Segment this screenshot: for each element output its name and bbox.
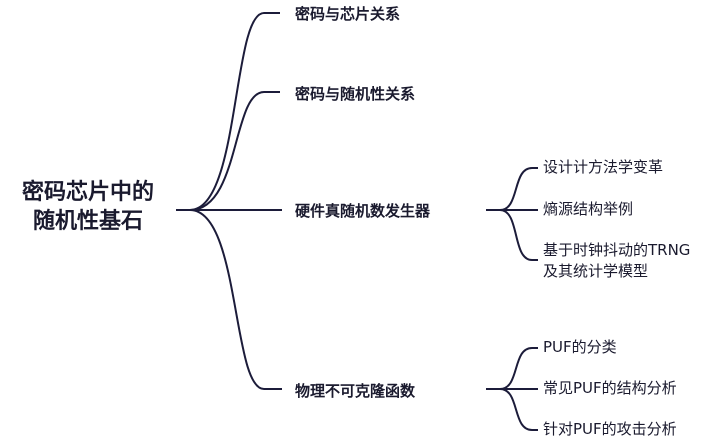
- branch-cipher-randomness[interactable]: 密码与随机性关系: [295, 85, 416, 103]
- root-topic[interactable]: 密码芯片中的 随机性基石: [0, 178, 176, 236]
- leaf-entropy-source[interactable]: 熵源结构举例: [543, 200, 634, 218]
- leaf-puf-classification[interactable]: PUF的分类: [543, 338, 617, 356]
- connector-puf-leaf-1: [499, 347, 538, 390]
- connector-puf-leaf-3: [499, 388, 538, 431]
- connector-hw-leaf-1: [499, 167, 538, 211]
- leaf-puf-structure[interactable]: 常见PUF的结构分析: [543, 379, 677, 397]
- leaf-clock-jitter-trng-line-1: 基于时钟抖动的TRNG: [543, 241, 691, 259]
- leaf-clock-jitter-trng-line-2: 及其统计学模型: [543, 262, 649, 280]
- root-topic-line-1: 密码芯片中的: [21, 180, 154, 205]
- branch-hardware-trng[interactable]: 硬件真随机数发生器: [295, 202, 431, 220]
- connector-hw-leaf-3: [499, 209, 538, 261]
- connector-branch-1: [189, 12, 280, 211]
- leaf-puf-attack[interactable]: 针对PUF的攻击分析: [543, 420, 677, 438]
- leaf-clock-jitter-trng[interactable]: 基于时钟抖动的TRNG 及其统计学模型: [543, 240, 690, 282]
- root-topic-line-2: 随机性基石: [32, 209, 143, 234]
- leaf-design-methodology[interactable]: 设计计方法学变革: [543, 158, 664, 176]
- connector-branch-2: [189, 91, 280, 211]
- connector-branch-4: [189, 209, 282, 390]
- branch-cipher-chip[interactable]: 密码与芯片关系: [295, 5, 401, 23]
- branch-puf[interactable]: 物理不可克隆函数: [295, 382, 416, 400]
